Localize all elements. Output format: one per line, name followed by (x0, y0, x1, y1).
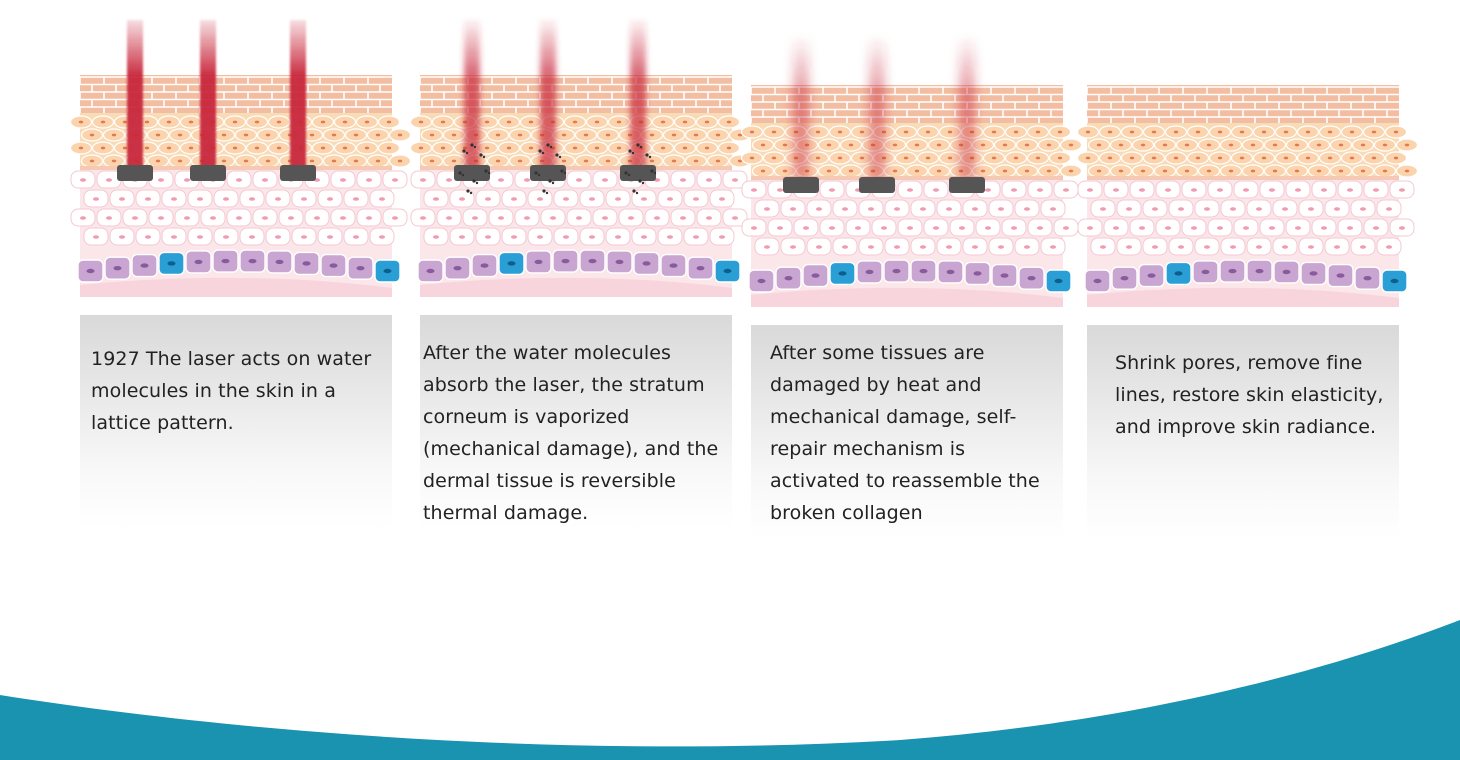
skin-illustration-4 (1076, 85, 1419, 307)
damage-spot-3 (620, 165, 656, 181)
damage-spot-1 (783, 177, 819, 193)
damage-spot-1 (454, 165, 490, 181)
step-caption-box-2: After the water molecules absorb the las… (420, 315, 732, 530)
dermis-bottom (420, 277, 732, 297)
wave-shape (0, 620, 1460, 760)
laser-beam-2 (540, 20, 556, 175)
step-caption-1: 1927 The laser acts on water molecules i… (91, 348, 372, 434)
skin-illustration-2 (409, 20, 752, 297)
step-caption-3: After some tissues are damaged by heat a… (770, 342, 1040, 524)
decorative-wave (0, 620, 1460, 760)
dermis-cells (741, 180, 1079, 256)
dermis-cells (70, 170, 408, 246)
damage-spot-3 (280, 165, 316, 181)
epidermis-cells (740, 125, 1083, 178)
basal-layer (748, 259, 1072, 293)
laser-beams (464, 20, 646, 175)
step-caption-4: Shrink pores, remove fine lines, restore… (1115, 352, 1384, 438)
laser-beams (127, 20, 306, 175)
damage-spot-2 (530, 165, 566, 181)
step-caption-box-4: Shrink pores, remove fine lines, restore… (1087, 325, 1399, 540)
damage-spot-2 (190, 165, 226, 181)
damage-spots (117, 165, 316, 181)
step-caption-2: After the water molecules absorb the las… (423, 342, 719, 524)
basal-layer (1084, 259, 1408, 293)
laser-beam-2 (869, 40, 885, 180)
damage-spot-2 (859, 177, 895, 193)
step-caption-box-1: 1927 The laser acts on water molecules i… (80, 315, 392, 530)
laser-beam-3 (630, 20, 646, 175)
step-caption-box-3: After some tissues are damaged by heat a… (751, 325, 1063, 540)
laser-beam-1 (127, 20, 143, 175)
basal-layer (77, 249, 401, 283)
dermis-bottom (751, 287, 1063, 307)
dermis-bottom (1087, 287, 1399, 307)
dermis-cells (410, 170, 748, 246)
dermis-cells (1077, 180, 1415, 256)
brick-pattern (1086, 86, 1399, 125)
epidermis-border (1087, 176, 1399, 180)
skin-illustration-3 (740, 40, 1083, 307)
skin-illustration-1 (69, 20, 412, 297)
laser-beam-1 (793, 40, 809, 180)
laser-beam-1 (464, 20, 480, 175)
damage-spot-1 (117, 165, 153, 181)
laser-beams (793, 40, 975, 180)
laser-beam-3 (290, 20, 306, 175)
epidermis-cells (1076, 125, 1419, 178)
damage-spots (454, 143, 657, 195)
epidermis-border (420, 166, 732, 170)
epidermis-border (751, 176, 1063, 180)
dermis-bottom (80, 277, 392, 297)
laser-beam-3 (959, 40, 975, 180)
damage-spots (783, 177, 985, 193)
epidermis-border (80, 166, 392, 170)
damage-spot-3 (949, 177, 985, 193)
basal-layer (417, 249, 741, 283)
laser-beam-2 (200, 20, 216, 175)
epidermis-cells (69, 115, 412, 168)
